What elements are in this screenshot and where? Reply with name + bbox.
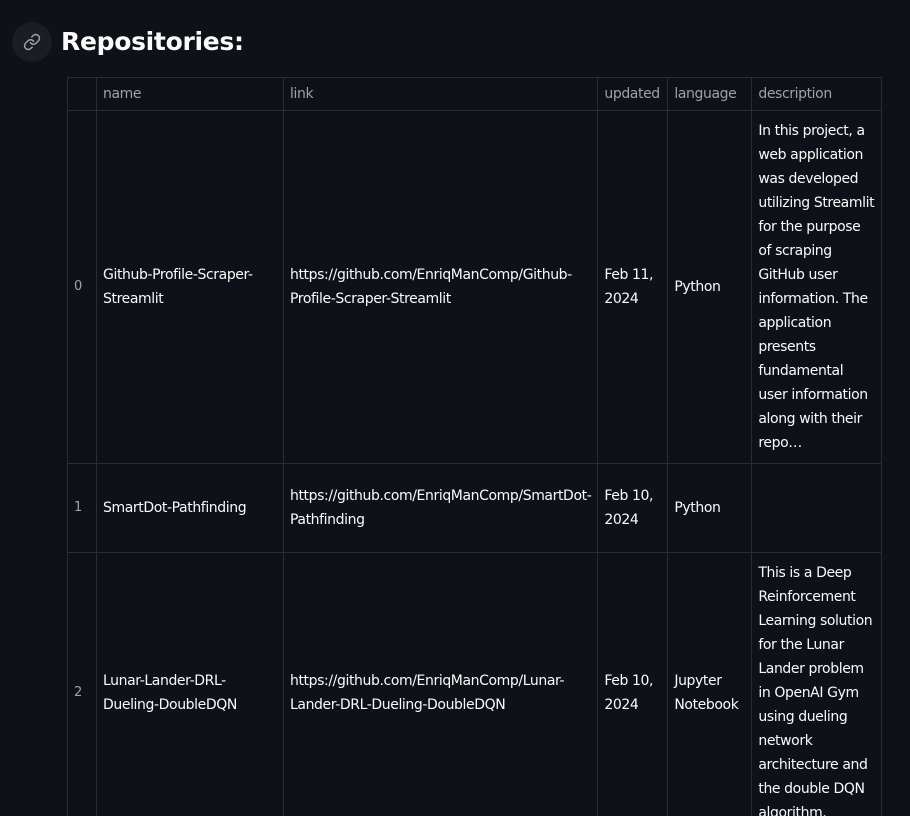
- cell-description[interactable]: [751, 463, 883, 553]
- column-header-name[interactable]: name: [96, 77, 284, 111]
- cell-name[interactable]: Lunar-Lander-DRL-Dueling-DoubleDQN: [96, 552, 284, 816]
- cell-description[interactable]: In this project, a web application was d…: [751, 110, 883, 464]
- cell-updated[interactable]: Feb 10, 2024: [597, 463, 669, 553]
- cell-updated[interactable]: Feb 10, 2024: [597, 552, 669, 816]
- row-index[interactable]: 2: [67, 552, 97, 816]
- table-row: 1 SmartDot-Pathfinding https://github.co…: [67, 463, 883, 553]
- cell-language[interactable]: Python: [667, 463, 753, 553]
- cell-language[interactable]: Python: [667, 110, 753, 464]
- column-header-index[interactable]: [67, 77, 97, 111]
- column-header-description[interactable]: description: [751, 77, 883, 111]
- cell-description[interactable]: This is a Deep Reinforcement Learning so…: [751, 552, 883, 816]
- cell-name[interactable]: Github-Profile-Scraper-Streamlit: [96, 110, 284, 464]
- table-row: 0 Github-Profile-Scraper-Streamlit https…: [67, 110, 883, 464]
- page-title: Repositories:: [61, 27, 244, 56]
- link-icon[interactable]: [12, 22, 52, 62]
- repositories-table[interactable]: name link updated language description 0…: [67, 77, 883, 816]
- row-index[interactable]: 0: [67, 110, 97, 464]
- cell-link[interactable]: https://github.com/EnriqManComp/Github-P…: [282, 110, 599, 464]
- cell-language[interactable]: Jupyter Notebook: [667, 552, 753, 816]
- cell-link[interactable]: https://github.com/EnriqManComp/SmartDot…: [282, 463, 599, 553]
- row-index[interactable]: 1: [67, 463, 97, 553]
- column-header-updated[interactable]: updated: [597, 77, 669, 111]
- cell-updated[interactable]: Feb 11, 2024: [597, 110, 669, 464]
- column-header-language[interactable]: language: [667, 77, 753, 111]
- column-header-link[interactable]: link: [282, 77, 599, 111]
- heading-row: Repositories:: [12, 22, 244, 62]
- cell-name[interactable]: SmartDot-Pathfinding: [96, 463, 284, 553]
- cell-link[interactable]: https://github.com/EnriqManComp/Lunar-La…: [282, 552, 599, 816]
- table-row: 2 Lunar-Lander-DRL-Dueling-DoubleDQN htt…: [67, 552, 883, 816]
- table-header-row: name link updated language description: [67, 77, 883, 111]
